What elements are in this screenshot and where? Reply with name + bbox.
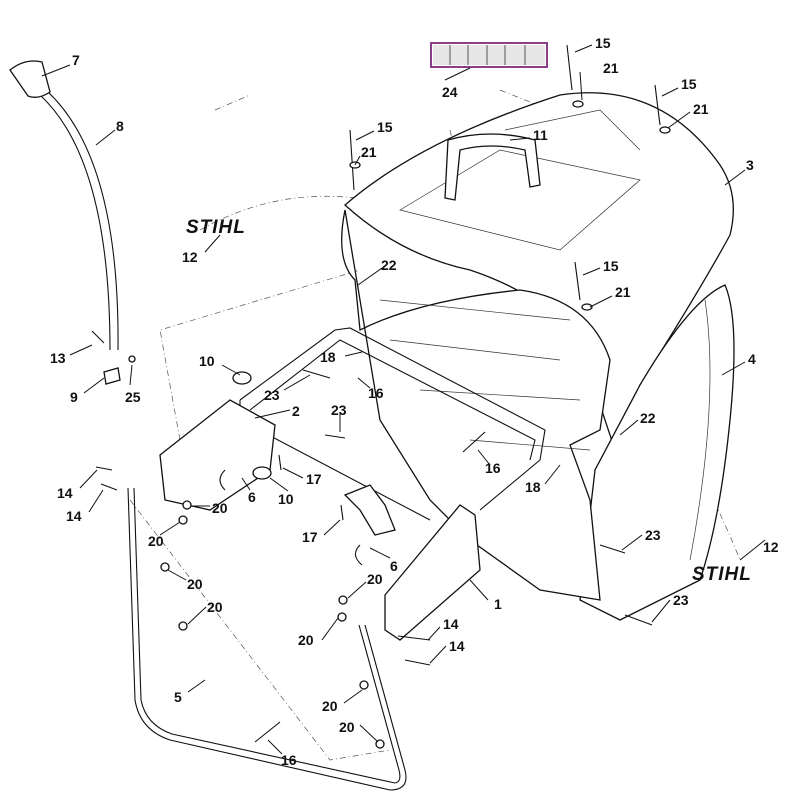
callout: 14 — [57, 485, 73, 501]
leader-lines — [41, 44, 766, 755]
callout: 20 — [187, 576, 203, 592]
callout: 11 — [533, 127, 548, 143]
callout: 20 — [339, 719, 355, 735]
callout: 14 — [443, 616, 459, 632]
callout: 14 — [66, 508, 82, 524]
callout: 20 — [207, 599, 223, 615]
callout: 12 — [182, 249, 198, 265]
part-9-clip — [103, 367, 121, 385]
callout: 20 — [367, 571, 383, 587]
callout-labels: 7 8 24 15 21 15 21 15 21 11 3 12 22 15 2… — [50, 35, 779, 768]
callout: 17 — [306, 471, 322, 487]
bracket — [343, 484, 396, 536]
stihl-logo: STIHL — [186, 217, 246, 238]
callout: 16 — [485, 460, 501, 476]
callout: 20 — [298, 632, 314, 648]
fasteners — [91, 44, 671, 749]
callout: 3 — [746, 157, 754, 173]
callout: 13 — [50, 350, 66, 366]
callout: 6 — [390, 558, 398, 574]
callout: 17 — [302, 529, 318, 545]
callout: 10 — [278, 491, 294, 507]
callout: 23 — [264, 387, 280, 403]
part-3-hood — [344, 92, 734, 452]
part-4-catcher-box — [579, 284, 735, 621]
callout: 21 — [361, 144, 377, 160]
callout: 14 — [449, 638, 465, 654]
callout: 15 — [603, 258, 619, 274]
part-24-decal — [430, 42, 548, 68]
part-7-knob — [9, 60, 51, 98]
callout: 4 — [748, 351, 756, 367]
callout: 15 — [681, 76, 697, 92]
callout: 15 — [377, 119, 393, 135]
part-11-handle — [444, 133, 541, 201]
part-1-side-plate — [384, 504, 481, 641]
callout: 24 — [442, 84, 458, 100]
callout: 23 — [331, 402, 347, 418]
callout: 21 — [603, 60, 619, 76]
callout: 23 — [645, 527, 661, 543]
callout: 15 — [595, 35, 611, 51]
part-8-tube — [39, 91, 119, 351]
callout: 22 — [381, 257, 397, 273]
callout: 20 — [322, 698, 338, 714]
callout: 18 — [525, 479, 541, 495]
callout: 10 — [199, 353, 215, 369]
callout: 9 — [70, 389, 78, 405]
callout: 12 — [763, 539, 779, 555]
left-side-plate — [159, 399, 276, 511]
callout: 21 — [615, 284, 631, 300]
callout: 16 — [368, 385, 384, 401]
callout: 20 — [212, 500, 228, 516]
part-10-nut — [232, 371, 252, 385]
stihl-logo: STIHL — [692, 564, 752, 585]
callout: 1 — [494, 596, 502, 612]
catcher-body — [341, 209, 611, 601]
callout: 25 — [125, 389, 141, 405]
part-10-nut — [252, 466, 272, 480]
callout: 8 — [116, 118, 124, 134]
callout: 22 — [640, 410, 656, 426]
callout: 16 — [281, 752, 297, 768]
callout: 21 — [693, 101, 709, 117]
callout: 2 — [292, 403, 300, 419]
callout: 7 — [72, 52, 80, 68]
part-5-lower-bar — [127, 487, 407, 791]
callout: 18 — [320, 349, 336, 365]
callout: 20 — [148, 533, 164, 549]
callout: 6 — [248, 489, 256, 505]
callout: 23 — [673, 592, 689, 608]
callout: 5 — [174, 689, 182, 705]
